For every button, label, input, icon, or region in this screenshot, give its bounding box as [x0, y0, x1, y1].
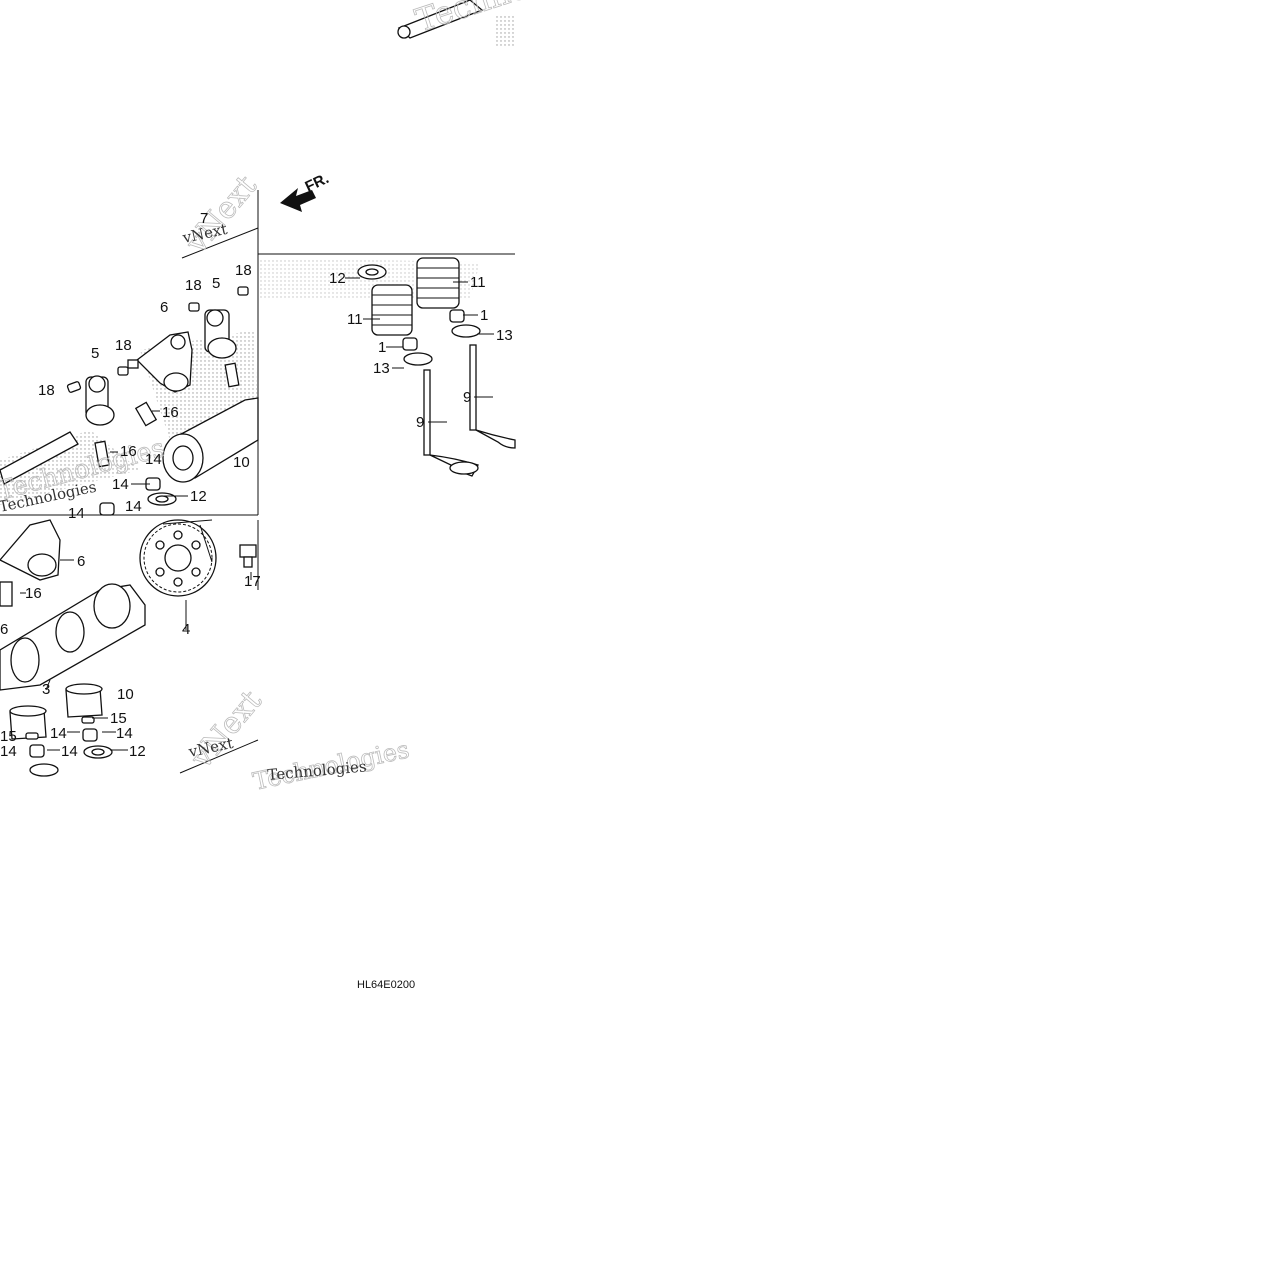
retainers-lower: [25, 716, 113, 777]
callout-16: 16: [25, 585, 42, 602]
callout-16: 16: [162, 404, 179, 421]
callout-6: 6: [160, 299, 168, 316]
callout-5: 5: [91, 345, 99, 362]
valve-right: [469, 344, 516, 449]
callout-7: 7: [200, 210, 208, 227]
callout-14: 14: [0, 743, 17, 760]
valve-spring-right: [416, 257, 481, 338]
callout-10: 10: [233, 454, 250, 471]
rocker-5-right: [204, 309, 237, 359]
callout-12: 12: [329, 270, 346, 287]
callout-11: 11: [347, 311, 363, 328]
watermark-text-mid: vNext: [179, 169, 264, 261]
callout-13: 13: [496, 327, 513, 344]
front-direction-arrow-icon: FR.: [280, 170, 332, 212]
leader-lines: [20, 277, 494, 751]
callout-3: 3: [42, 681, 50, 698]
rocker-arm-upper: [127, 331, 193, 393]
callout-14: 14: [50, 725, 67, 742]
callouts: 7 18 18 18 18 5 5 6 6 6 16 16 16 14 14 1…: [0, 210, 513, 760]
callout-14: 14: [68, 505, 85, 522]
panel-borders: [0, 190, 515, 774]
callout-18: 18: [38, 382, 55, 399]
callout-18: 18: [185, 277, 202, 294]
callout-4: 4: [182, 621, 190, 638]
rocker-arm-lower: [0, 519, 61, 581]
callout-6: 6: [0, 621, 8, 638]
callout-15: 15: [0, 728, 17, 745]
drawing-code: HL64E0200: [357, 979, 415, 991]
callout-17: 17: [244, 573, 261, 590]
callout-14: 14: [125, 498, 142, 515]
callout-6: 6: [77, 553, 85, 570]
pins-18: [66, 286, 249, 393]
bolt-17: [239, 544, 257, 568]
callout-9: 9: [463, 389, 471, 406]
callout-18: 18: [235, 262, 252, 279]
callout-14: 14: [61, 743, 78, 760]
callout-14: 14: [145, 451, 162, 468]
camshaft-upper: [162, 397, 259, 483]
callout-1: 1: [378, 339, 386, 356]
retainers-upper: [99, 477, 177, 516]
rocker-5-left: [85, 375, 115, 426]
springs-16: [0, 362, 240, 607]
shaft-left: [0, 431, 79, 485]
tappets-10: [9, 683, 103, 740]
watermark-text-top: Technologies: [411, 0, 624, 40]
callout-9: 9: [416, 414, 424, 431]
callout-10: 10: [117, 686, 134, 703]
callout-5: 5: [212, 275, 220, 292]
callout-14: 14: [116, 725, 133, 742]
callout-1: 1: [480, 307, 488, 324]
cam-gear: [139, 519, 217, 597]
callout-15: 15: [110, 710, 127, 727]
watermark-text-bottom: vNext: [184, 684, 269, 776]
direction-label: FR.: [303, 170, 332, 196]
callout-18: 18: [115, 337, 132, 354]
camshaft-lower: [0, 583, 146, 691]
valve-spring-left: [357, 264, 433, 366]
callout-13: 13: [373, 360, 390, 377]
callout-12: 12: [190, 488, 207, 505]
valve-left: [423, 369, 479, 477]
callout-12: 12: [129, 743, 146, 760]
callout-14: 14: [112, 476, 129, 493]
callout-11: 11: [470, 274, 486, 291]
shaft-top: [397, 0, 484, 39]
callout-16: 16: [120, 443, 137, 460]
